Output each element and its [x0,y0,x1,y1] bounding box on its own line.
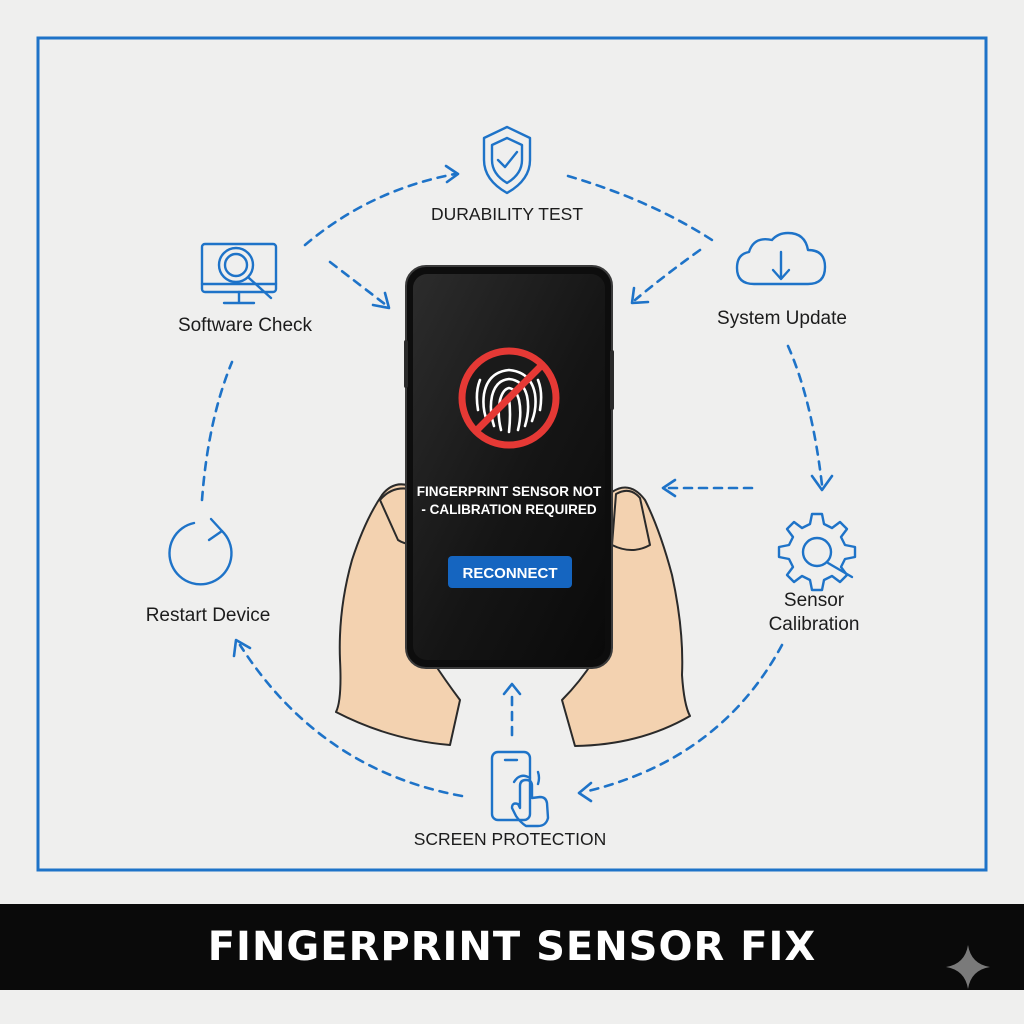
connector-software-to-durability [303,172,457,247]
connector-protection-to-restart [238,643,464,798]
phone-screen [413,274,605,660]
banner-title: FINGERPRINT SENSOR FIX [207,924,817,970]
connector-arrowhead [810,474,834,492]
connector-calibration-to-protection [582,643,784,794]
connector-arrowhead [444,164,460,184]
reconnect-button-label: RECONNECT [462,565,557,582]
cloud-download-icon [735,231,827,286]
phone-touch-icon [490,750,550,828]
connector-arrowhead [661,478,677,498]
connector-durability-to-update [566,174,714,242]
connector-arrowhead [630,286,650,305]
step-label-calibration: Calibration [769,614,860,635]
step-label-sensor: Sensor [784,590,845,611]
step-screen-protection: SCREEN PROTECTION [414,750,607,849]
connector-update-to-calibration [786,344,824,487]
connector-software-to-phone [328,260,388,307]
flow-connectors [200,164,834,803]
step-sensor-calibration: Sensor Calibration [769,512,860,635]
phone-device: FINGERPRINT SENSOR NOT - CALIBRATION REQ… [404,265,614,669]
step-label-screen-protection: SCREEN PROTECTION [414,829,607,849]
sparkle-icon [946,945,990,989]
title-banner: FINGERPRINT SENSOR FIX [0,904,1024,990]
connector-arrowhead [232,638,252,658]
connector-arrowhead [577,781,593,803]
sensor-error-line1: FINGERPRINT SENSOR NOT [417,484,602,499]
connector-durability-to-phone [633,248,702,302]
outer-frame [36,36,988,872]
connector-arrowhead [502,682,522,696]
shield-check-icon [482,125,532,195]
sensor-error-line2: - CALIBRATION REQUIRED [421,502,596,517]
step-software-check: Software Check [178,242,313,336]
connector-restart-to-software [200,360,234,502]
step-label-software-check: Software Check [178,315,313,336]
fingerprint-blocked-icon [458,347,560,449]
step-label-system-update: System Update [717,308,847,329]
connector-arrowhead [371,291,391,310]
reconnect-button[interactable]: RECONNECT [448,556,572,588]
step-durability-test: DURABILITY TEST [431,125,583,224]
phone-side-button [404,340,408,388]
phone-side-button [610,350,614,410]
flow-diagram: DURABILITY TEST System Update Sensor Cal… [36,36,988,872]
step-label-durability-test: DURABILITY TEST [431,204,583,224]
step-restart-device: Restart Device [146,517,271,626]
step-label-restart-device: Restart Device [146,605,271,626]
monitor-search-icon [200,242,278,305]
gear-search-icon [777,512,857,592]
step-system-update: System Update [717,231,847,329]
right-hand [561,486,691,747]
restart-icon [168,517,233,586]
